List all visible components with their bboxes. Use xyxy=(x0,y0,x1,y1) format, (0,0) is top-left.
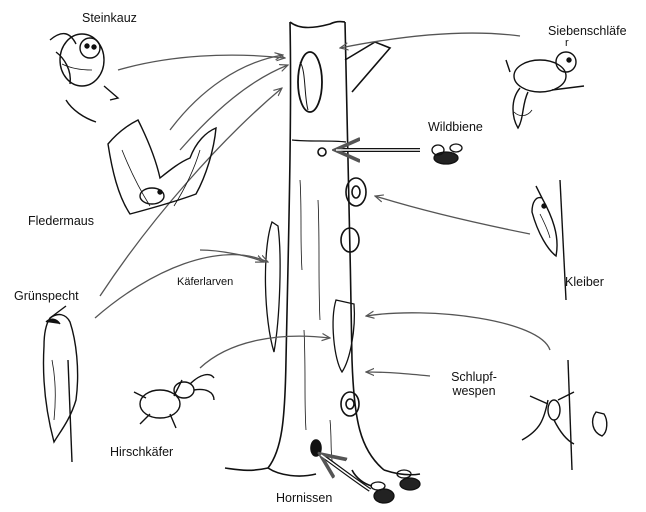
bee-icon xyxy=(432,144,462,164)
nuthatch-icon xyxy=(532,180,566,300)
label-gruenspecht: Grünspecht xyxy=(14,289,79,303)
label-steinkauz: Steinkauz xyxy=(82,11,137,25)
label-schlupfwespen: Schlupf- wespen xyxy=(444,370,504,399)
arrow-hirschkaefer xyxy=(200,336,330,368)
bat-icon xyxy=(108,120,216,214)
label-schlupfwespen-line1: Schlupf- xyxy=(451,370,497,384)
stag-beetle-icon xyxy=(134,375,214,428)
interaction-arrows xyxy=(95,33,550,490)
arrow-steinkauz xyxy=(118,55,285,70)
label-fledermaus: Fledermaus xyxy=(28,214,94,228)
label-hornissen: Hornissen xyxy=(276,491,332,505)
dormouse-icon xyxy=(506,52,584,128)
label-kleiber: Kleiber xyxy=(565,275,604,289)
label-kaeferlarven: Käferlarven xyxy=(177,276,233,289)
woodpecker-icon xyxy=(43,306,77,462)
label-wildbiene: Wildbiene xyxy=(428,120,483,134)
owl-icon xyxy=(50,34,118,122)
tree-trunk xyxy=(225,22,420,487)
arrow-fledermaus-1 xyxy=(170,55,283,130)
label-siebenschlaefer: Siebenschläfe xyxy=(548,24,627,38)
arrow-gruenspecht-1 xyxy=(100,88,282,296)
arrow-schlupfwespen-2 xyxy=(366,372,430,376)
label-siebenschlaefer-tail: r xyxy=(565,37,569,50)
arrow-kaeferlarven xyxy=(200,250,264,262)
arrow-kleiber xyxy=(375,196,530,234)
label-schlupfwespen-line2: wespen xyxy=(452,384,495,398)
arrow-siebenschlaefer xyxy=(340,33,520,48)
wasp-icon xyxy=(522,360,607,470)
label-hirschkaefer: Hirschkäfer xyxy=(110,445,173,459)
arrow-schlupfwespen-1 xyxy=(366,313,550,350)
arrow-fledermaus-2 xyxy=(180,65,288,150)
